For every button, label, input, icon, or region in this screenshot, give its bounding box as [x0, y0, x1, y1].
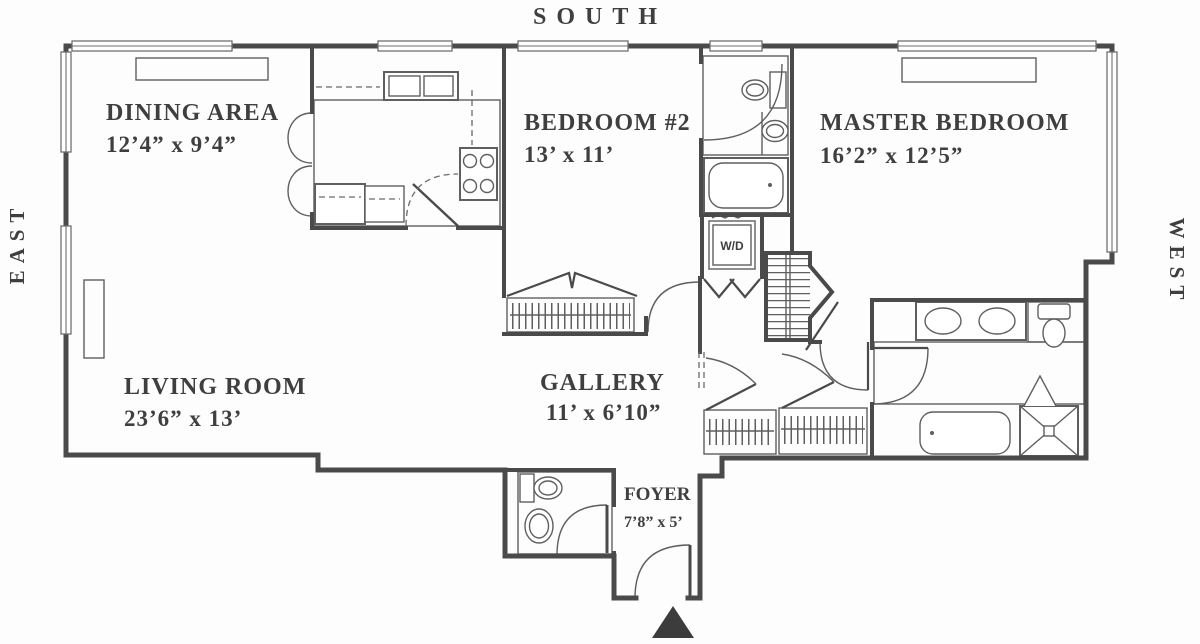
powder-room-fixtures	[519, 473, 609, 556]
room-dims-foyer: 7’8” x 5’	[624, 514, 683, 531]
shower-icon	[1019, 374, 1079, 457]
bathroom2-fixtures	[703, 63, 789, 155]
entrance-arrow	[652, 606, 694, 638]
master-bath-toilet	[1037, 303, 1071, 348]
room-label-living: LIVING ROOM	[124, 374, 306, 400]
compass-south: SOUTH	[533, 4, 667, 30]
kitchen-sink	[383, 71, 459, 101]
refrigerator-icon	[314, 183, 405, 225]
compass-east: EAST	[5, 202, 29, 285]
room-dims-gallery: 11’ x 6’10”	[546, 400, 661, 425]
hall-closet-left	[703, 357, 777, 455]
interior-walls	[310, 44, 1088, 558]
compass-west: WEST	[1165, 218, 1189, 307]
kitchen-swing-doors	[287, 112, 313, 217]
kitchen-door	[405, 173, 459, 227]
room-label-bedroom2: BEDROOM #2	[524, 110, 691, 136]
room-dims-dining: 12’4” x 9’4”	[106, 132, 237, 157]
room-dims-master: 16’2” x 12’5”	[820, 143, 963, 168]
bedroom2-closet	[506, 271, 638, 333]
bathroom2-floor-tiles	[702, 55, 789, 156]
washer-dryer-label: W/D	[720, 239, 744, 253]
bedroom2-door	[647, 281, 701, 333]
master-bedroom-door	[819, 341, 870, 391]
room-label-master: MASTER BEDROOM	[820, 110, 1069, 136]
room-label-dining: DINING AREA	[106, 100, 279, 126]
master-bath-vanity	[915, 301, 1027, 341]
room-dims-living: 23’6” x 13’	[124, 406, 242, 431]
washer-dryer-closet	[703, 214, 761, 299]
window-ledges	[83, 57, 1037, 359]
entry-door	[634, 544, 692, 599]
master-bath-door	[871, 346, 929, 405]
room-label-gallery: GALLERY	[540, 370, 665, 396]
hall-closet-right	[778, 353, 868, 455]
bathtub-icon	[703, 157, 789, 214]
windows	[60, 40, 1118, 335]
room-dims-bedroom2: 13’ x 11’	[524, 142, 614, 167]
master-bathtub-icon	[919, 411, 1011, 455]
room-label-foyer: FOYER	[624, 484, 691, 505]
stairs-icon	[764, 251, 839, 351]
kitchen-counter-dashed	[316, 86, 473, 145]
stove-icon	[459, 147, 498, 201]
